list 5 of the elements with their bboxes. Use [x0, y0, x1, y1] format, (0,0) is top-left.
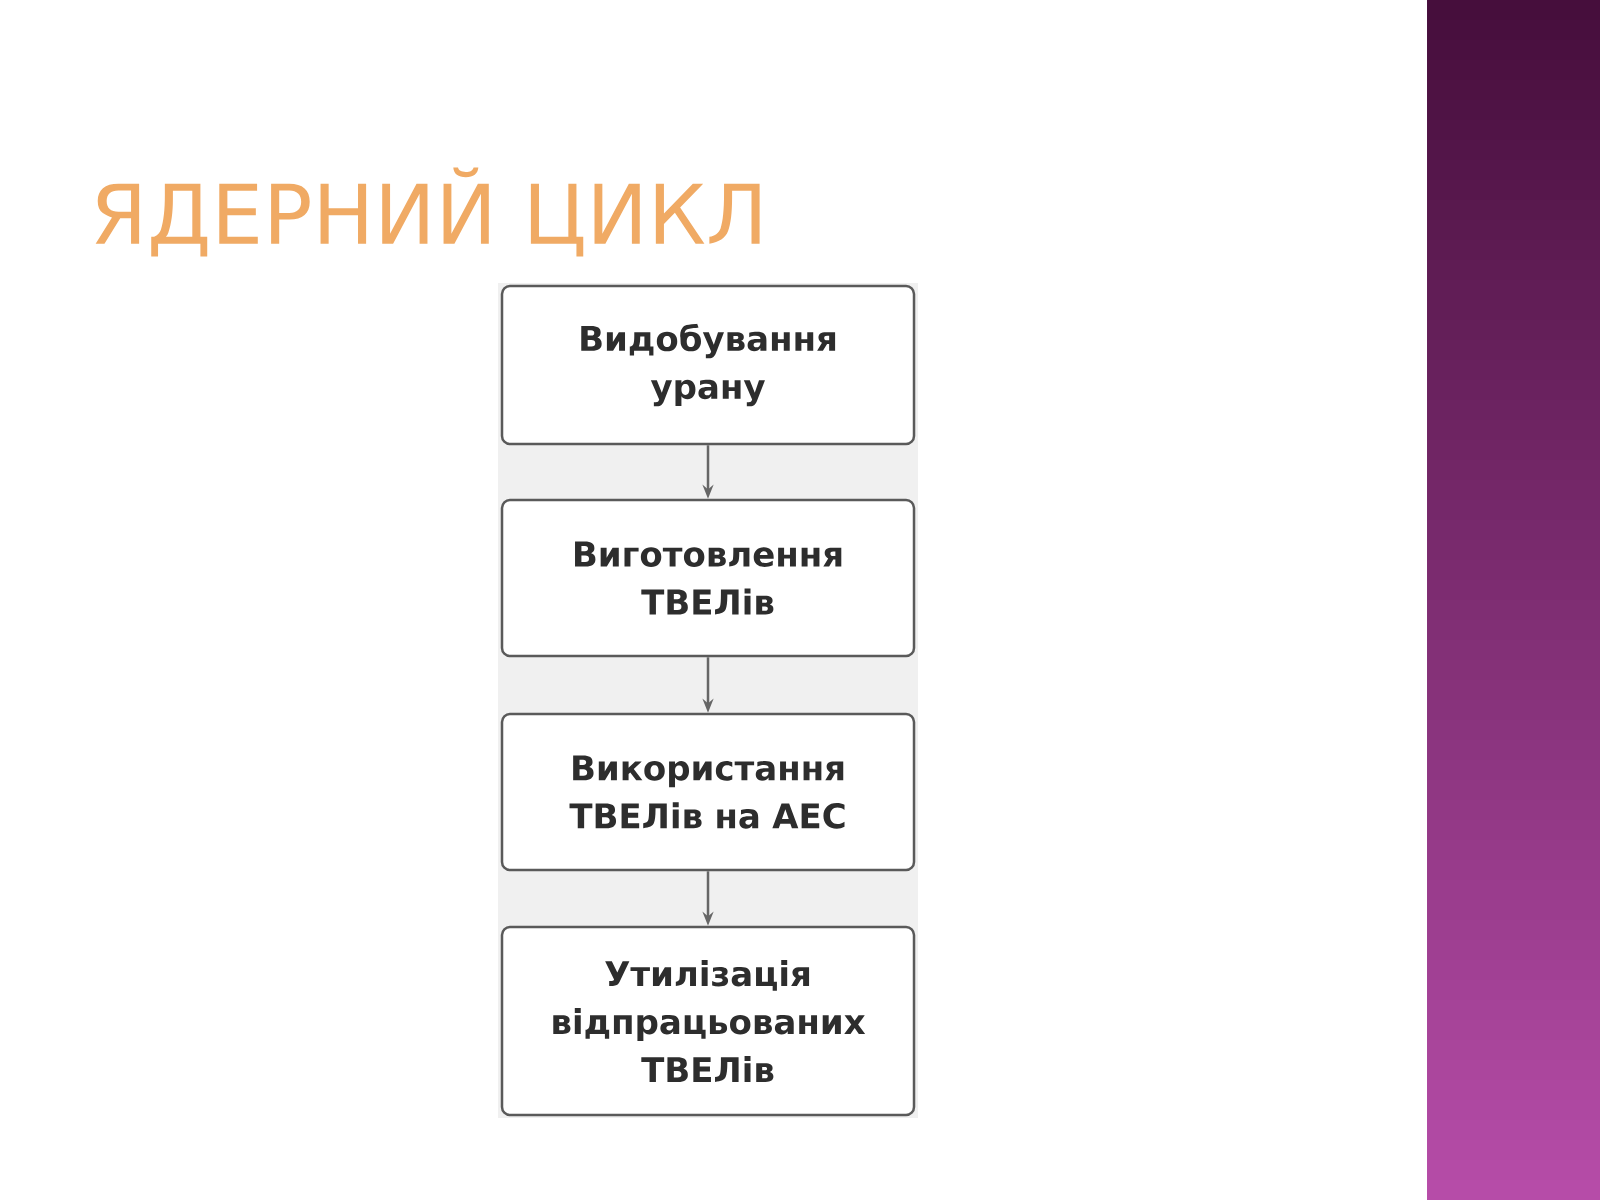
process-box: Використання ТВЕЛів на АЕС: [500, 712, 916, 872]
process-box: Видобування урану: [500, 284, 916, 446]
title: ЯДЕРНИЙ ЦИКЛ: [95, 167, 760, 257]
process-box: Виготовлення ТВЕЛів: [500, 498, 916, 658]
process-box: Утилізація відпрацьованих ТВЕЛів: [500, 925, 916, 1117]
